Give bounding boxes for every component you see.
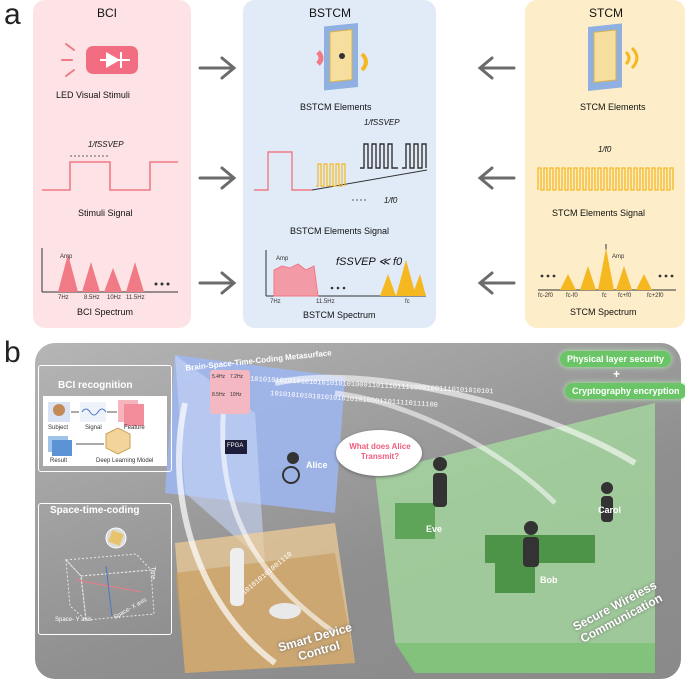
bci-tick-2: 8.5Hz	[84, 295, 100, 301]
bci-spectrum-caption: BCI Spectrum	[77, 307, 134, 317]
bstcm-elements-caption: BSTCM Elements	[300, 102, 372, 112]
bstcm-tick-3: fc	[405, 299, 410, 305]
step-feature: Feature	[124, 425, 145, 431]
space-time-title: Space-time-coding	[50, 505, 140, 516]
axis-space-y: Space- Y axis	[55, 617, 92, 623]
bci-amp-label: Amp	[60, 254, 73, 260]
led-stimuli-icon	[61, 43, 138, 77]
step-result: Result	[50, 458, 68, 464]
stcm-element-icon	[588, 23, 639, 91]
chip-label-1: 5.4Hz	[212, 374, 226, 380]
fpga-label: FPGA	[227, 443, 244, 449]
bstcm-period-f0: 1/f0	[384, 196, 398, 205]
bci-title: BCI	[97, 6, 118, 20]
eve-label: Eve	[426, 524, 443, 534]
bci-tick-1: 7Hz	[58, 295, 69, 301]
chip-label-3: 8.5Hz	[212, 392, 226, 398]
stcm-tick-1: fc-2f0	[538, 293, 554, 299]
step-deep-learning: Deep Learning Model	[96, 458, 154, 464]
panel-a-label: a	[4, 0, 21, 31]
alice-label: Alice	[306, 460, 328, 470]
bstcm-amp-label: Amp	[276, 256, 289, 262]
bstcm-period-ssvep: 1/fSSVEP	[364, 118, 400, 127]
bstcm-spectrum	[265, 250, 426, 297]
stcm-tick-5: fc+2f0	[647, 293, 664, 299]
stcm-title: STCM	[589, 6, 623, 20]
physical-layer-pill: Physical layer security	[560, 351, 672, 367]
bci-spectrum	[41, 248, 178, 293]
plus-sign: +	[613, 367, 621, 381]
bob-label: Bob	[540, 575, 558, 585]
bstcm-element-icon	[316, 22, 368, 91]
stcm-spectrum-caption: STCM Spectrum	[570, 307, 637, 317]
carol-label: Carol	[598, 505, 622, 515]
chip-label-2: 7.2Hz	[230, 374, 244, 380]
axis-time: Time	[149, 566, 156, 580]
bstcm-relation: fSSVEP ≪ f0	[336, 256, 403, 268]
bci-recognition-title: BCI recognition	[58, 380, 133, 391]
stimuli-caption: Stimuli Signal	[78, 208, 133, 218]
bci-tick-3: 10Hz	[107, 295, 122, 301]
scene-illustration	[165, 355, 655, 673]
stimuli-signal-wave	[42, 155, 178, 191]
chip-label-4: 10Hz	[230, 392, 242, 398]
step-subject: Subject	[48, 425, 69, 431]
bstcm-signal-wave	[254, 143, 428, 201]
bstcm-tick-2: 11.5Hz	[316, 299, 335, 305]
space-time-box	[38, 503, 172, 635]
stcm-elements-caption: STCM Elements	[580, 102, 646, 112]
question-text: What does Alice Transmit?	[349, 442, 411, 461]
stcm-tick-2: fc-f0	[566, 293, 578, 299]
bstcm-spectrum-caption: BSTCM Spectrum	[303, 310, 376, 320]
bci-period-label: 1/fSSVEP	[88, 140, 124, 149]
crypto-pill: Cryptography encryption	[565, 383, 685, 399]
bstcm-tick-1: 7Hz	[270, 299, 281, 305]
stcm-signal-caption: STCM Elements Signal	[552, 208, 646, 218]
stcm-amp-label: Amp	[612, 254, 625, 260]
space-time-cube	[64, 527, 155, 622]
bstcm-signal-caption: BSTCM Elements Signal	[290, 226, 390, 236]
stcm-tick-4: fc+f0	[618, 293, 632, 299]
step-signal: Signal	[85, 425, 102, 431]
bci-tick-4: 11.5Hz	[126, 295, 145, 301]
bstcm-title: BSTCM	[309, 6, 351, 20]
bci-pipeline-icons	[48, 400, 144, 456]
panel-b-label: b	[4, 336, 21, 369]
question-bubble	[336, 430, 422, 476]
bci-recognition-box	[38, 365, 172, 472]
led-caption: LED Visual Stimuli	[56, 90, 130, 100]
stcm-tick-3: fc	[602, 293, 607, 299]
stcm-period-f0: 1/f0	[598, 145, 612, 154]
stcm-spectrum	[538, 244, 676, 291]
fpga-chip	[225, 440, 247, 454]
stcm-signal-wave	[537, 167, 674, 191]
chip-panel	[210, 370, 250, 414]
arrows-layer	[198, 56, 516, 295]
